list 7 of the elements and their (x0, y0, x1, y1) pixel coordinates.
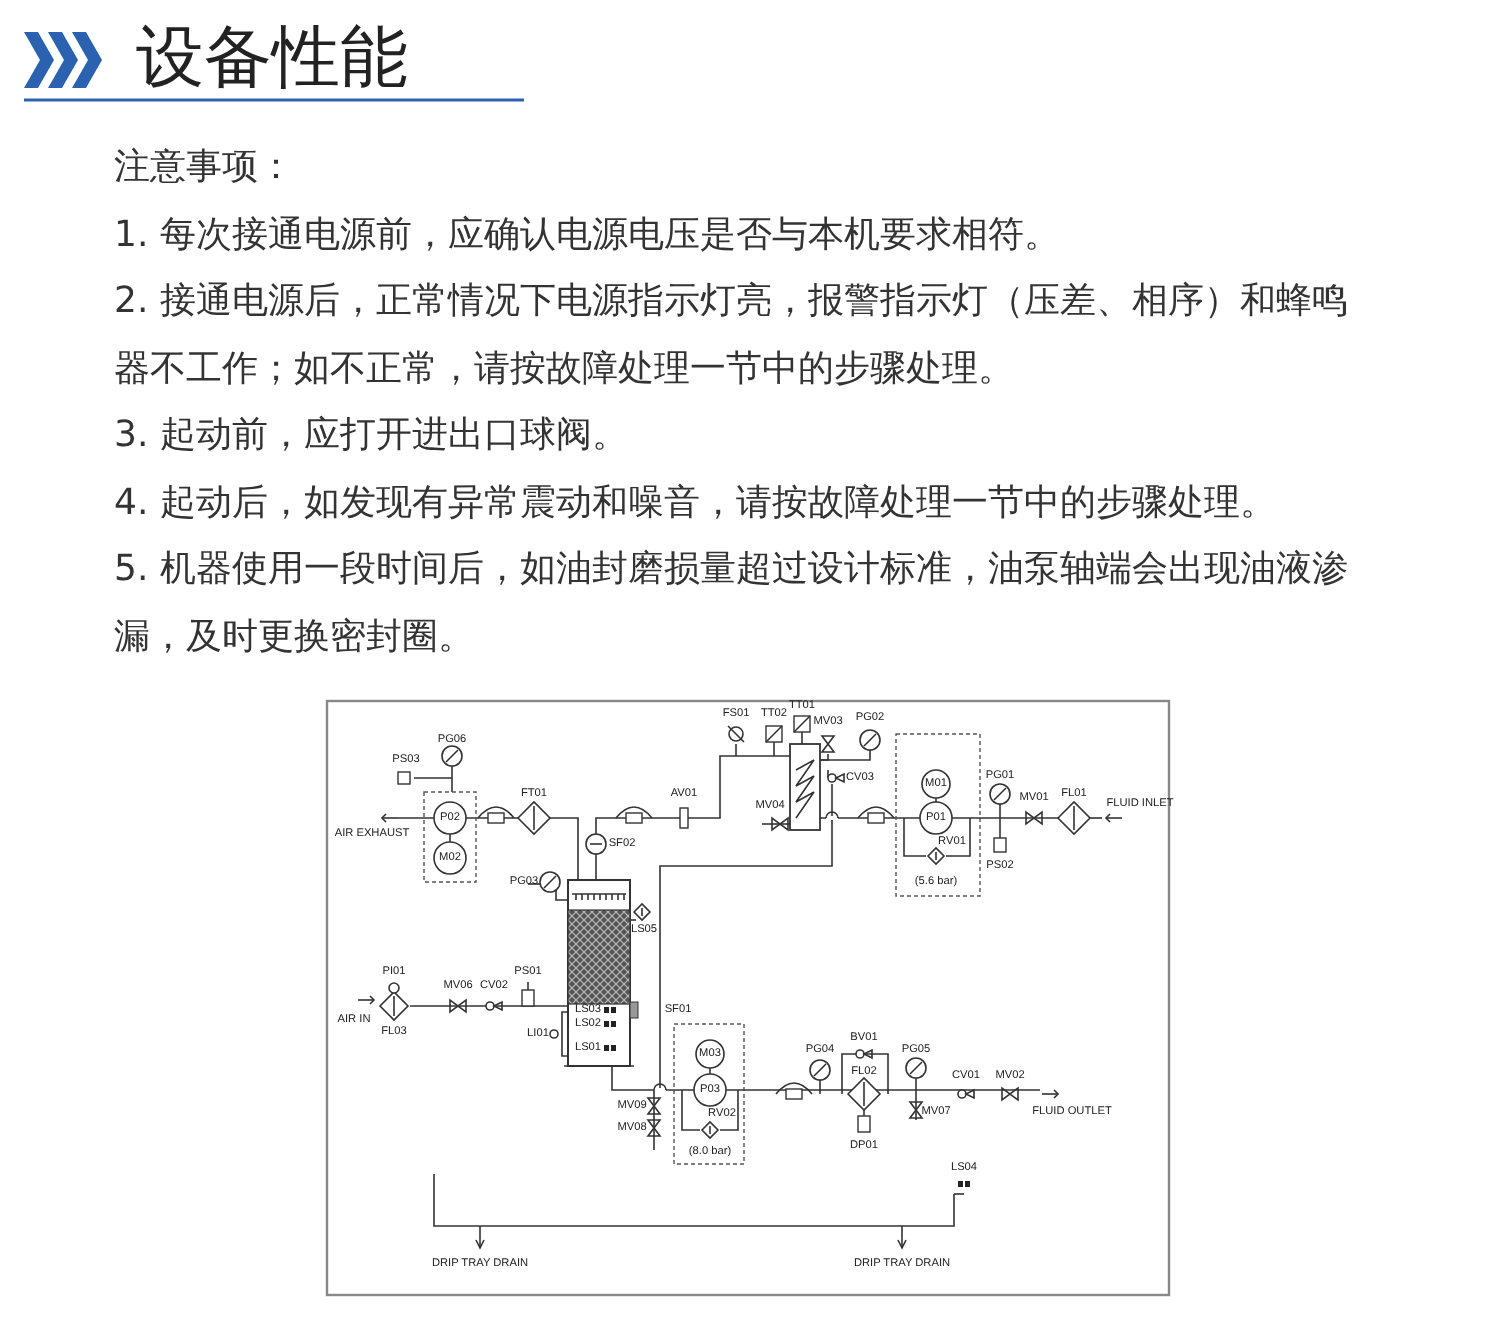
note-item: 3. 起动前，应打开进出口球阀。 (114, 412, 630, 460)
title: 设备性能 (136, 16, 408, 100)
note-item: 2. 接通电源后，正常情况下电源指示灯亮，报警指示灯（压差、相序）和蜂鸣器不工作；如不正常，请按故障处理一节中的步骤处理。 (114, 278, 1350, 393)
note-item: 5. 机器使用一段时间后，如油封磨损量超过设计标准，油泵轴端会出现油液渗漏，及时更换密封圈。 (114, 546, 1350, 661)
note-item: 1. 每次接通电源前，应确认电源电压是否与本机要求相符。 (114, 211, 1062, 259)
note-heading: 注意事项： (114, 144, 296, 192)
note-item: 4. 起动后，如发现有异常震动和噪音，请按故障处理一节中的步骤处理。 (114, 479, 1278, 527)
